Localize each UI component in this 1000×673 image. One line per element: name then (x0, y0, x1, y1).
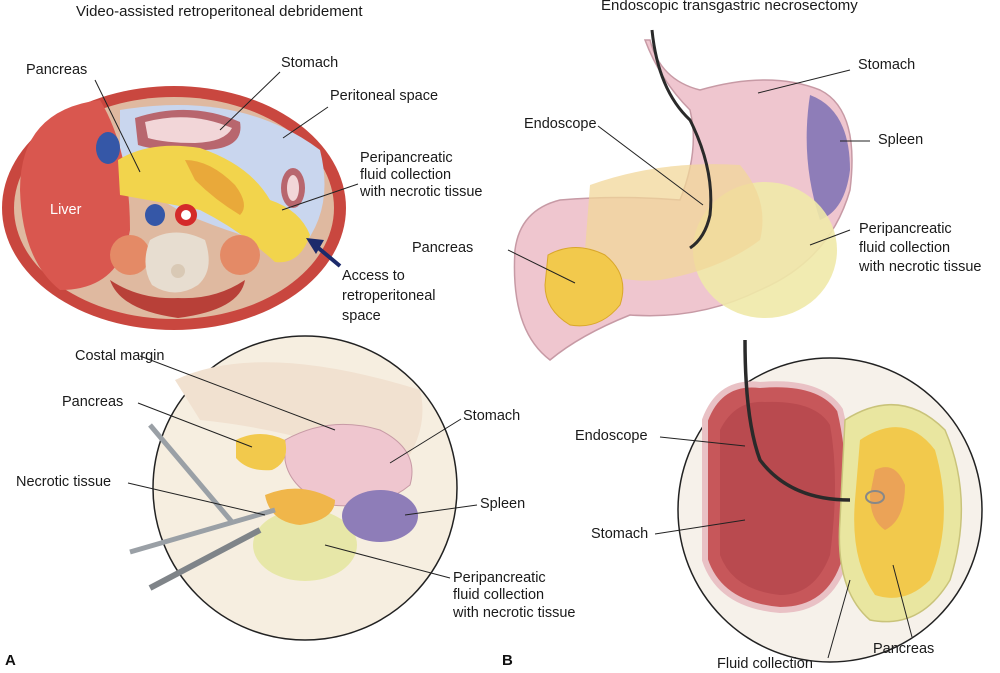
label-stomach-inset-a: Stomach (463, 408, 521, 424)
inset-b-necrosis (870, 467, 905, 530)
label-peripancreatic-a-3: with necrotic tissue (360, 184, 483, 200)
necrotic-area (185, 160, 244, 215)
portal-vein (96, 132, 120, 164)
b-pancreas-head (544, 247, 624, 327)
instrument-2 (129, 507, 276, 555)
label-peritoneal-space: Peritoneal space (330, 88, 439, 104)
label-b-pancreas: Pancreas (412, 240, 474, 256)
label-access-3: space (342, 308, 381, 324)
b-endoscope-line (650, 29, 713, 250)
label-b-peri-3: with necrotic tissue (859, 259, 982, 275)
label-inset-peri-2: fluid collection (453, 587, 545, 603)
label-b-peri-1: Peripancreatic (859, 221, 952, 237)
label-inset-peri-1: Peripancreatic (453, 570, 546, 586)
label-access-1: Access to (342, 268, 405, 284)
instrument-1 (148, 423, 234, 524)
label-b-stomach-inset: Stomach (591, 526, 649, 542)
label-stomach: Stomach (281, 55, 339, 71)
inset-a (129, 335, 458, 641)
inset-fluid-collection (253, 509, 357, 581)
access-arrow (314, 244, 342, 268)
inset-b-stomach-lumen (720, 401, 835, 595)
label-peripancreatic-a-2: fluid collection (360, 167, 452, 183)
cross-section (2, 86, 346, 330)
inset-necrotic-shape (265, 488, 335, 525)
stomach-lumen (145, 117, 232, 143)
back-muscles (110, 280, 245, 318)
vertebra (145, 232, 209, 293)
instrument-3 (148, 527, 262, 591)
label-access-2: retroperitoneal (342, 288, 436, 304)
label-spleen-inset-a: Spleen (480, 496, 526, 512)
inset-b-snare (865, 490, 885, 504)
inset-spleen-shape (342, 490, 418, 542)
label-liver: Liver (50, 202, 82, 218)
label-pancreas-inset-a: Pancreas (62, 394, 124, 410)
access-arrow-head (306, 238, 324, 254)
inset-pancreas-shape (236, 434, 287, 471)
title-panel-a: Video-assisted retroperitoneal debrideme… (76, 3, 363, 20)
label-inset-peri-3: with necrotic tissue (453, 605, 576, 621)
leader-lines (94, 69, 913, 659)
label-pancreas: Pancreas (26, 62, 88, 78)
label-peripancreatic-a-1: Peripancreatic (360, 150, 453, 166)
panel-letter-b: B (502, 652, 513, 669)
b-pancreas-body (585, 164, 763, 281)
label-b-stomach: Stomach (858, 57, 916, 73)
label-costal-margin: Costal margin (75, 348, 165, 364)
title-panel-b: Endoscopic transgastric necrosectomy (601, 0, 858, 14)
label-necrotic-tissue: Necrotic tissue (16, 474, 112, 490)
vena-cava (145, 204, 165, 226)
stomach-diagram (513, 29, 853, 361)
label-b-peri-2: fluid collection (859, 240, 951, 256)
aorta-lumen (181, 210, 191, 220)
label-b-endoscope: Endoscope (524, 116, 597, 132)
panel-letter-a: A (5, 652, 16, 669)
inset-b-endoscope-line (743, 339, 851, 502)
left-kidney (110, 235, 150, 275)
label-b-spleen: Spleen (878, 132, 924, 148)
right-kidney (220, 235, 260, 275)
label-b-pancreas-inset: Pancreas (873, 641, 935, 657)
b-spleen-shape (806, 95, 850, 220)
label-b-endoscope-inset: Endoscope (575, 428, 648, 444)
label-b-fluid-collection: Fluid collection (717, 656, 813, 672)
pancreas-shape (118, 145, 310, 263)
spinal-canal (171, 264, 185, 278)
colon-lumen (287, 175, 299, 201)
inset-b (677, 339, 983, 663)
